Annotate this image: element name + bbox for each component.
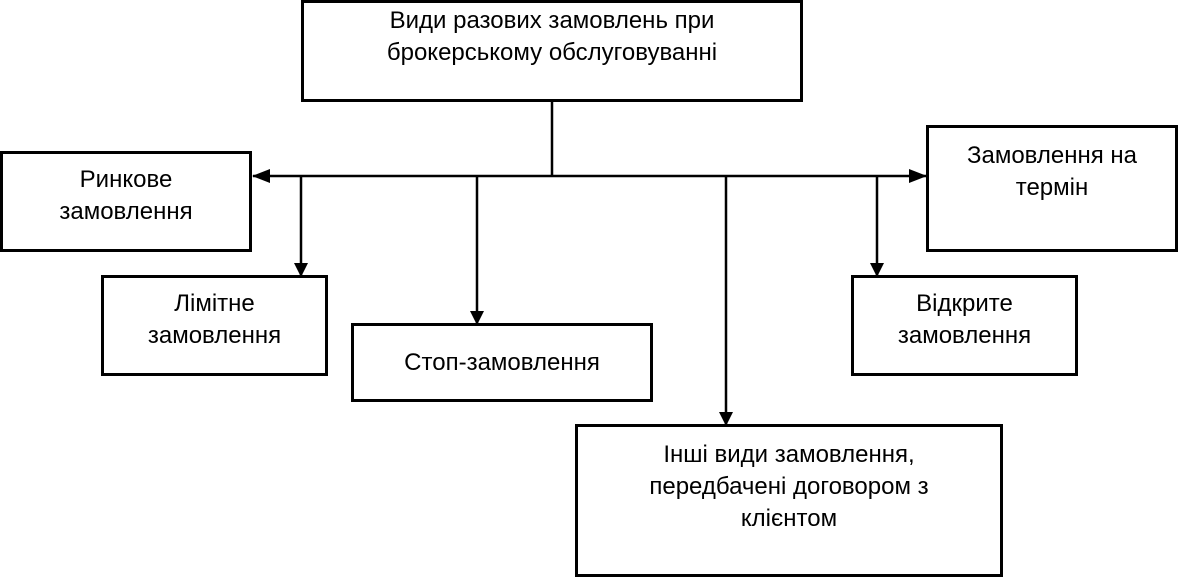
node-term-order-label: Замовлення на термін bbox=[966, 142, 1137, 201]
node-stop-order-label: Стоп-замовлення bbox=[404, 348, 600, 376]
node-limit-order-label: Лімітне замовлення bbox=[147, 290, 282, 349]
node-term-order: Замовлення на термін bbox=[926, 125, 1178, 252]
root-node-label: Види разових замовлень при брокерському … bbox=[386, 7, 718, 66]
node-market-order-label: Ринкове замовлення bbox=[59, 166, 193, 225]
node-open-order-label: Відкрите замовлення bbox=[897, 290, 1032, 349]
node-other-orders: Інші види замовлення, передбачені догово… bbox=[575, 424, 1003, 577]
node-stop-order: Стоп-замовлення bbox=[351, 323, 653, 402]
node-market-order: Ринкове замовлення bbox=[0, 151, 252, 252]
root-node: Види разових замовлень при брокерському … bbox=[301, 0, 803, 102]
node-limit-order: Лімітне замовлення bbox=[101, 275, 328, 376]
node-open-order: Відкрите замовлення bbox=[851, 275, 1078, 376]
node-other-orders-label: Інші види замовлення, передбачені догово… bbox=[649, 441, 929, 532]
